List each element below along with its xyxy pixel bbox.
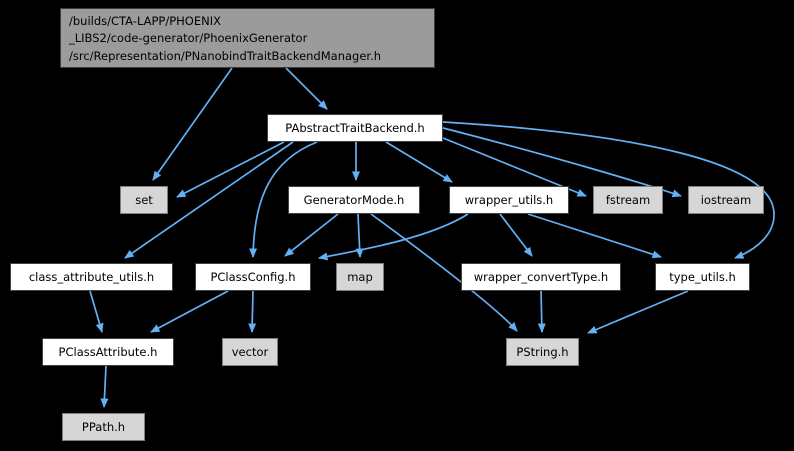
edge-pabstracttraitbackend-to-set <box>176 141 285 198</box>
edge-root-to-set <box>152 67 233 181</box>
edge-pabstracttraitbackend-to-wrapper_utils <box>385 141 453 183</box>
edge-wrapper_utils-to-type_utils <box>527 213 662 259</box>
edge-pclassconfig-to-vector <box>248 290 257 333</box>
node-ppath: PPath.h <box>62 413 145 441</box>
node-set: set <box>120 186 168 214</box>
node-type-utils[interactable]: type_utils.h <box>655 263 750 291</box>
node-wrapper-converttype[interactable]: wrapper_convertType.h <box>461 263 621 291</box>
node-wrapper-utils[interactable]: wrapper_utils.h <box>449 186 569 214</box>
node-fstream: fstream <box>593 186 663 214</box>
node-root-file: /builds/CTA-LAPP/PHOENIX _LIBS2/code-gen… <box>60 8 435 68</box>
edge-generatormode-to-pclassconfig <box>284 213 339 257</box>
node-pstring: PString.h <box>506 338 579 366</box>
edge-wrapper_converttype-to-pstring <box>537 290 546 333</box>
edge-generatormode-to-pstring <box>370 213 518 332</box>
node-iostream: iostream <box>688 186 764 214</box>
edge-pabstracttraitbackend-to-type_utils <box>442 121 775 259</box>
node-class-attribute-utils[interactable]: class_attribute_utils.h <box>10 263 173 291</box>
edge-pabstracttraitbackend-to-pclassconfig <box>249 141 318 258</box>
edge-wrapper_utils-to-pclassconfig <box>318 213 469 261</box>
node-map: map <box>336 263 384 291</box>
node-pabstracttraitbackend[interactable]: PAbstractTraitBackend.h <box>267 114 443 142</box>
edge-wrapper_utils-to-wrapper_converttype <box>499 213 533 257</box>
edge-root-to-pabstracttraitbackend <box>285 67 328 110</box>
edge-class_attribute_utils-to-pclassattribute <box>89 290 104 333</box>
edge-pabstracttraitbackend-to-iostream <box>442 127 682 198</box>
edge-pclassattribute-to-ppath <box>100 365 109 408</box>
edge-type_utils-to-pstring <box>587 290 689 334</box>
edge-pclassconfig-to-pclassattribute <box>150 290 229 333</box>
edge-pabstracttraitbackend-to-class_attribute_utils <box>124 141 294 259</box>
node-generatormode[interactable]: GeneratorMode.h <box>288 186 420 214</box>
node-pclassconfig[interactable]: PClassConfig.h <box>195 263 311 291</box>
node-pclassattribute[interactable]: PClassAttribute.h <box>42 338 174 366</box>
node-vector: vector <box>222 338 278 366</box>
